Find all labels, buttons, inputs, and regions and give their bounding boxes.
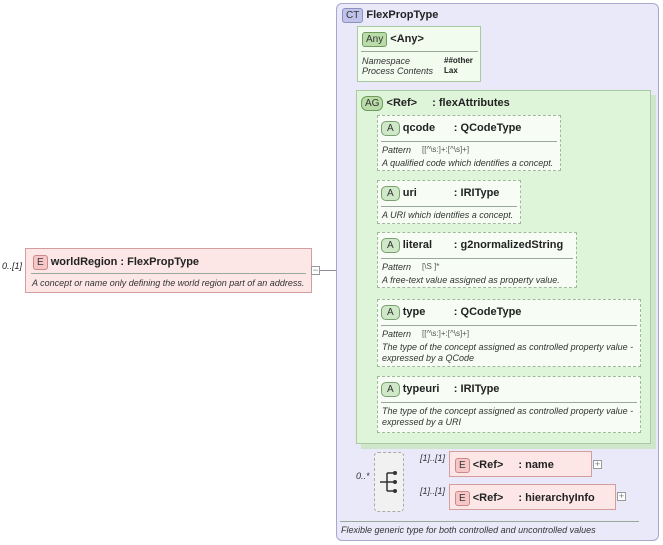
- element-badge: E: [33, 255, 48, 270]
- attribute-badge: A: [381, 305, 400, 320]
- child-element-hierarchyinfo[interactable]: E <Ref> : hierarchyInfo: [449, 484, 616, 510]
- attribute-doc: A free-text value assigned as property v…: [382, 275, 560, 285]
- attribute-literal[interactable]: A literal : g2normalizedString Pattern […: [377, 232, 577, 288]
- attribute-name: literal: [402, 239, 433, 251]
- root-element-name: worldRegion: [50, 256, 118, 268]
- attribute-doc: The type of the concept assigned as cont…: [382, 406, 634, 427]
- any-namespace-value: ##other: [444, 56, 473, 65]
- attribute-name: uri: [402, 187, 417, 199]
- attribute-type: : IRIType: [453, 187, 500, 199]
- attribute-badge: A: [381, 382, 400, 397]
- attribute-typeuri[interactable]: A typeuri : IRIType The type of the conc…: [377, 376, 641, 433]
- attribute-pattern-label: Pattern: [382, 145, 412, 155]
- attribute-type: : QCodeType: [453, 306, 522, 318]
- attribute-doc: The type of the concept assigned as cont…: [382, 342, 634, 363]
- child-element-name[interactable]: E <Ref> : name: [449, 451, 592, 477]
- complex-type-doc: Flexible generic type for both controlle…: [341, 525, 596, 535]
- choice-multiplicity: 0..*: [356, 471, 370, 481]
- complex-type-name: FlexPropType: [366, 9, 439, 21]
- child-element-ref: <Ref>: [472, 459, 504, 471]
- child-element-ref: <Ref>: [472, 492, 504, 504]
- attribute-doc: A URI which identifies a concept.: [382, 210, 514, 220]
- attribute-name: qcode: [402, 122, 436, 134]
- root-multiplicity: 0..[1]: [2, 261, 23, 271]
- attribute-badge: A: [381, 238, 400, 253]
- attribute-type-attr[interactable]: A type : QCodeType Pattern [[^\s:]+:[^\s…: [377, 299, 641, 367]
- root-collapse-toggle[interactable]: −: [311, 265, 320, 275]
- attribute-badge: A: [381, 121, 400, 136]
- child-multiplicity: [1]..[1]: [420, 453, 446, 463]
- any-process-value: Lax: [444, 66, 458, 75]
- complex-type-badge: CT: [342, 8, 364, 23]
- child-multiplicity: [1]..[1]: [420, 486, 446, 496]
- attribute-badge: A: [381, 186, 400, 201]
- attribute-qcode[interactable]: A qcode : QCodeType Pattern [[^\s:]+:[^\…: [377, 115, 561, 171]
- attribute-uri[interactable]: A uri : IRIType A URI which identifies a…: [377, 180, 521, 224]
- any-title: <Any>: [390, 33, 424, 45]
- element-badge: E: [455, 458, 470, 473]
- attribute-pattern: [[^\s:]+:[^\s]+]: [422, 329, 470, 338]
- root-connector: [320, 270, 347, 271]
- any-namespace-label: Namespace: [362, 56, 411, 66]
- attribute-name: typeuri: [402, 383, 440, 395]
- attribute-group-ref: <Ref>: [386, 97, 418, 109]
- choice-icon: [380, 471, 397, 493]
- attribute-pattern-label: Pattern: [382, 329, 412, 339]
- attribute-type: : g2normalizedString: [453, 239, 564, 251]
- any-process-label: Process Contents: [362, 66, 434, 76]
- attribute-name: type: [402, 306, 426, 318]
- any-box[interactable]: Any <Any> Namespace ##other Process Cont…: [357, 26, 481, 82]
- root-element-box[interactable]: E worldRegion : FlexPropType A concept o…: [25, 248, 312, 293]
- any-badge: Any: [362, 32, 388, 47]
- expand-name-toggle[interactable]: +: [593, 459, 602, 469]
- attribute-group-badge: AG: [361, 96, 384, 111]
- child-element-name-label: : name: [518, 459, 554, 471]
- attribute-group-name: : flexAttributes: [432, 97, 510, 109]
- attribute-pattern: [\S ]*: [422, 262, 440, 271]
- attribute-type: : IRIType: [453, 383, 500, 395]
- attribute-type: : QCodeType: [453, 122, 522, 134]
- root-element-doc: A concept or name only defining the worl…: [32, 278, 305, 288]
- expand-hierarchyinfo-toggle[interactable]: +: [617, 491, 626, 501]
- attribute-pattern-label: Pattern: [382, 262, 412, 272]
- element-badge: E: [455, 491, 470, 506]
- attribute-pattern: [[^\s:]+:[^\s]+]: [422, 145, 470, 154]
- child-element-hierarchyinfo-label: : hierarchyInfo: [518, 492, 595, 504]
- attribute-doc: A qualified code which identifies a conc…: [382, 158, 554, 168]
- choice-compositor[interactable]: [374, 452, 404, 512]
- root-element-type: : FlexPropType: [120, 256, 200, 268]
